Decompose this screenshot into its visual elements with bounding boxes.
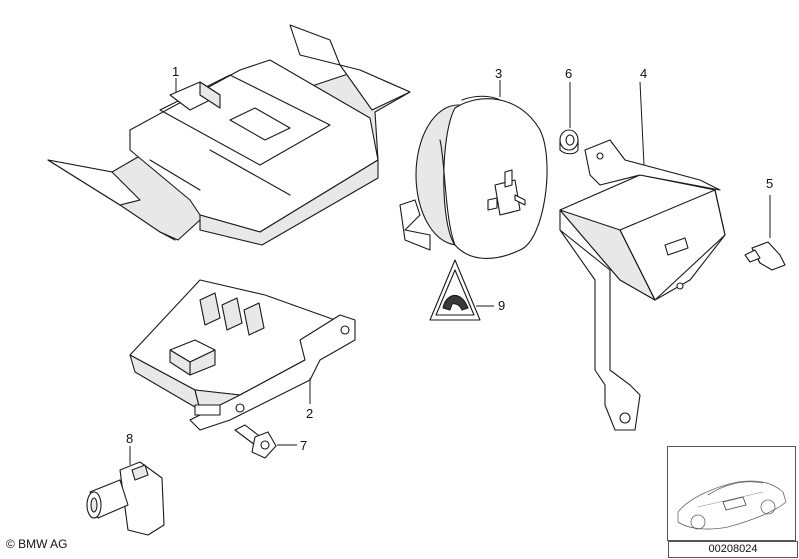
car-outline-icon	[677, 480, 787, 530]
part-8-sensor[interactable]	[86, 461, 165, 536]
callout-3: 3	[495, 66, 502, 81]
diagram-id-label: 00208024	[668, 541, 798, 558]
part-5-hex-bolt[interactable]	[744, 241, 786, 271]
callout-4: 4	[640, 66, 647, 81]
part-3-alarm-siren[interactable]	[399, 95, 548, 259]
callout-2: 2	[306, 406, 313, 421]
callout-5: 5	[766, 176, 773, 191]
part-1-cover-tray[interactable]	[47, 24, 411, 246]
part-7-screw[interactable]	[234, 424, 277, 459]
part-9-warning-label[interactable]	[429, 259, 481, 321]
part-6-hex-nut[interactable]	[559, 129, 579, 155]
part-4-mounting-bracket[interactable]	[559, 139, 726, 431]
callout-8: 8	[126, 431, 133, 446]
vehicle-thumbnail	[667, 446, 796, 541]
part-2-control-module[interactable]	[129, 279, 356, 431]
copyright-text: © BMW AG	[6, 537, 68, 551]
callout-7: 7	[300, 438, 307, 453]
callout-9: 9	[498, 298, 505, 313]
callout-6: 6	[565, 66, 572, 81]
callout-1: 1	[172, 64, 179, 79]
